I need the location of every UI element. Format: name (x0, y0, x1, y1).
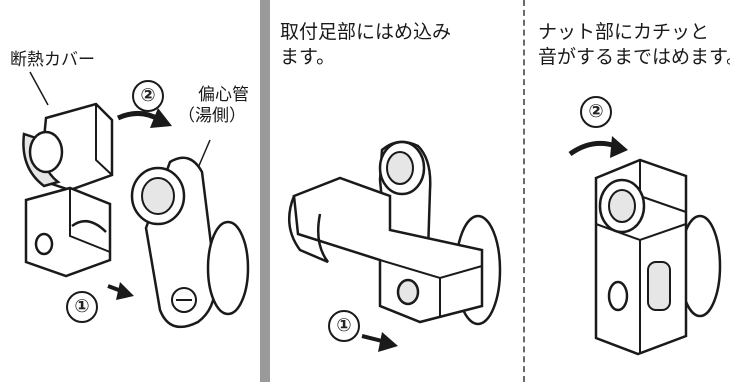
panel-step-fit-onto-base: 取付足部にはめ込み ます。 ① (270, 0, 518, 382)
step-2-marker: ② (580, 96, 612, 128)
label-insulation-cover: 断熱カバー (10, 50, 95, 70)
instruction-line-1: ナット部にカチッと (538, 21, 710, 43)
panel-step-insert-cover: 断熱カバー 偏心管 （湯側） ② ① (0, 0, 260, 382)
panel-divider-solid (260, 0, 270, 382)
panel-step-click-onto-nut: ナット部にカチッと 音がするまではめます。 ② (528, 0, 730, 382)
instruction-line-2: ます。 (280, 46, 336, 68)
step-1-marker: ① (328, 310, 360, 342)
panel-divider-dashed (523, 0, 525, 382)
label-eccentric-pipe-hot-side: （湯側） (178, 106, 246, 126)
instruction-line-2: 音がするまではめます。 (538, 46, 730, 68)
step-2-marker: ② (132, 80, 164, 112)
label-eccentric-pipe: 偏心管 (198, 85, 249, 105)
nut-click-illustration (568, 136, 722, 356)
step-1-marker: ① (66, 291, 98, 323)
instruction-line-1: 取付足部にはめ込み (280, 21, 452, 43)
cover-and-pipe-illustration (22, 71, 250, 329)
fitting-base-illustration (287, 140, 502, 352)
